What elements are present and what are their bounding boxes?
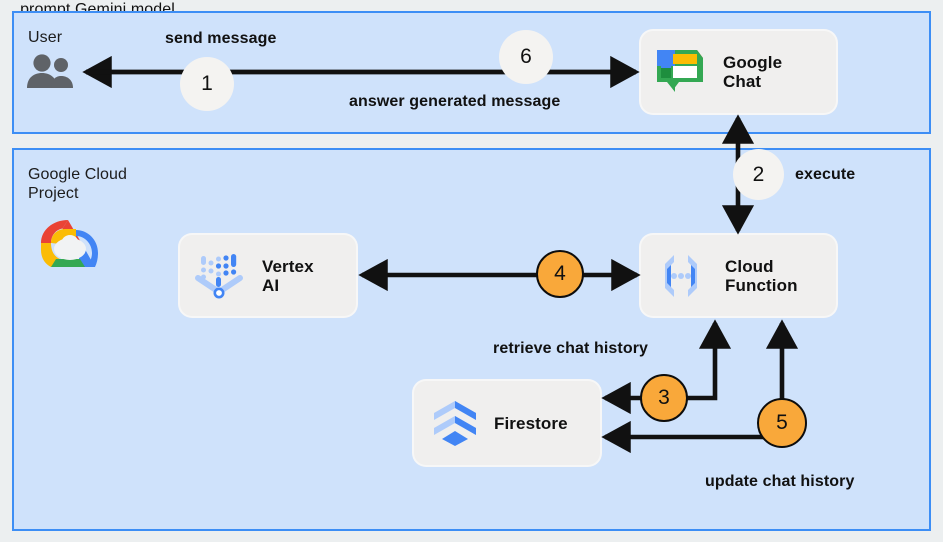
label-update-chat-history: update chat history — [705, 473, 855, 490]
panel-gcp-title: Google Cloud Project — [28, 166, 128, 202]
vertex-ai-icon — [192, 250, 248, 302]
panel-user-title: User — [28, 29, 63, 46]
card-vertex-ai-label: Vertex AI — [262, 256, 314, 295]
card-firestore[interactable]: Firestore — [414, 381, 600, 465]
google-cloud-logo — [41, 220, 98, 267]
card-firestore-label: Firestore — [494, 413, 568, 433]
cloud-function-icon — [653, 250, 709, 302]
label-answer-generated-message: answer generated message — [349, 93, 561, 110]
card-vertex-ai[interactable]: Vertex AI — [180, 235, 356, 316]
users-icon — [27, 54, 73, 88]
step-badge-4[interactable]: 4 — [536, 250, 584, 298]
card-cloud-function-label: Cloud Function — [725, 256, 798, 295]
step-badge-2[interactable]: 2 — [733, 149, 784, 200]
label-send-message: send message — [165, 30, 277, 47]
firestore-icon — [428, 397, 482, 449]
step-badge-1[interactable]: 1 — [180, 57, 234, 111]
step-badge-3[interactable]: 3 — [640, 374, 688, 422]
step-badge-6[interactable]: 6 — [499, 30, 553, 84]
step-badge-5[interactable]: 5 — [757, 398, 807, 448]
google-chat-icon — [653, 46, 707, 98]
label-execute: execute — [795, 166, 856, 183]
label-retrieve-chat-history: retrieve chat history — [493, 340, 649, 357]
card-google-chat-label: Google Chat — [723, 53, 783, 91]
card-cloud-function[interactable]: Cloud Function — [641, 235, 836, 316]
card-google-chat[interactable]: Google Chat — [641, 31, 836, 113]
